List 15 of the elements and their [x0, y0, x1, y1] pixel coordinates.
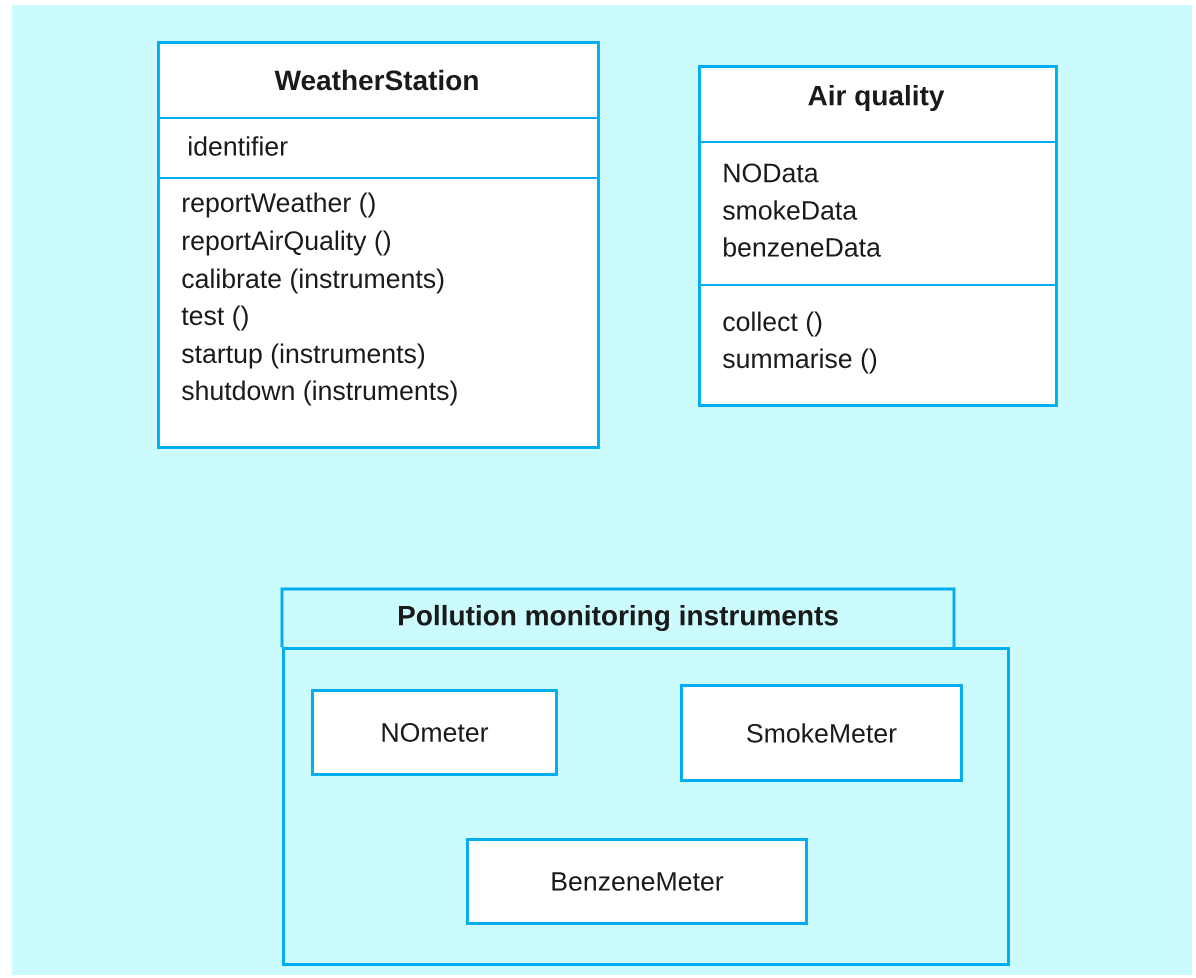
class-name: WeatherStation — [274, 69, 478, 91]
operation-text: collect () — [723, 311, 822, 337]
operation-text: reportAirQuality () — [183, 230, 390, 256]
operation-text: shutdown (instruments) — [182, 380, 457, 406]
class-name: Air quality — [808, 84, 945, 112]
operation-text: summarise () — [723, 348, 877, 374]
operation-text: startup (instruments) — [182, 343, 425, 369]
package-title: Pollution monitoring instruments — [399, 604, 838, 632]
attribute-text: identifier — [189, 136, 288, 156]
attribute-text: NOData — [724, 163, 819, 183]
operation-text: reportWeather () — [183, 192, 375, 218]
operation-text: calibrate (instruments) — [182, 268, 444, 294]
attribute-text: benzeneData — [724, 237, 881, 257]
operation-text: test () — [181, 305, 248, 331]
attribute-text: smokeData — [723, 200, 858, 220]
